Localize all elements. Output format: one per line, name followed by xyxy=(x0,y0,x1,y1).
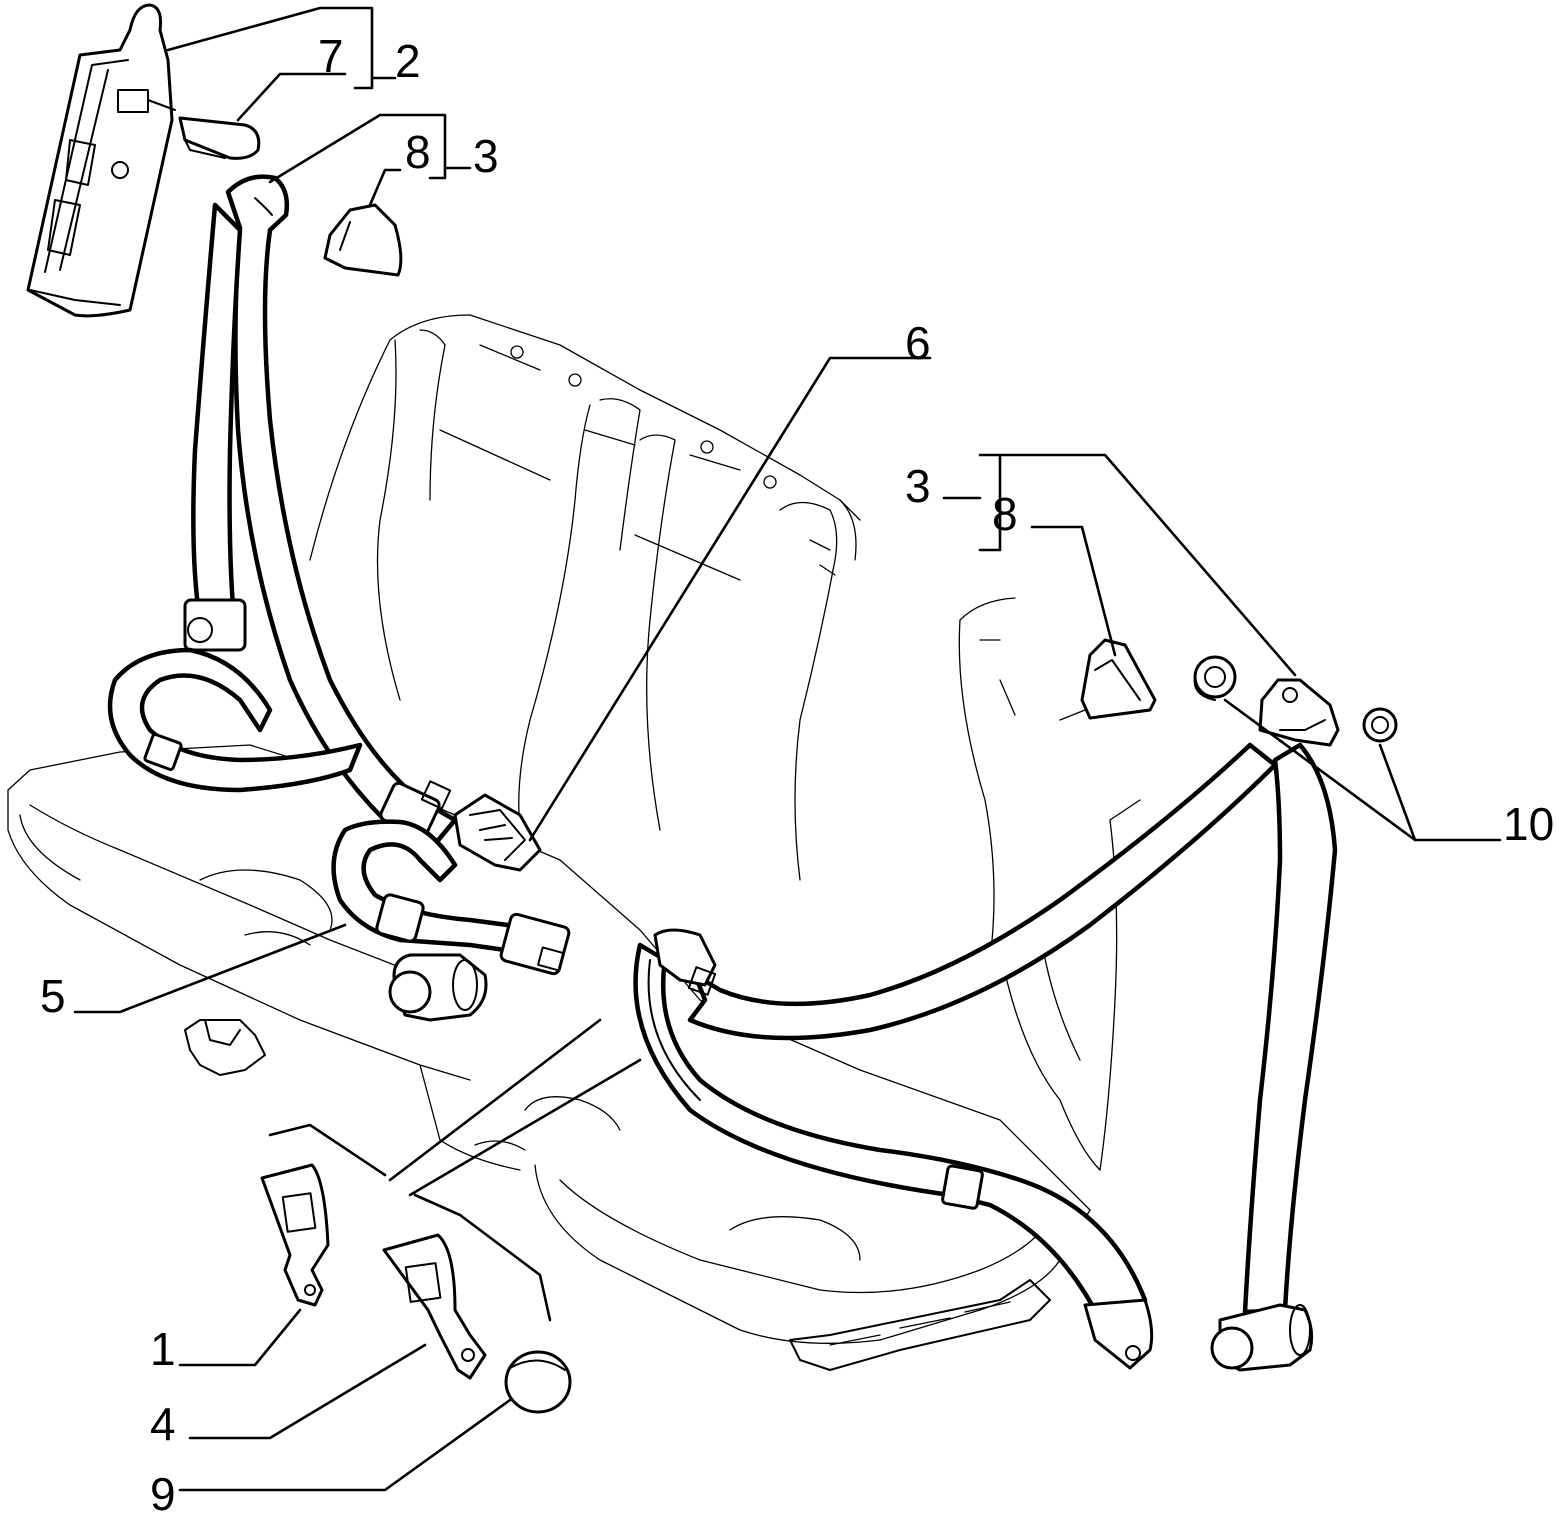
callout-4: 4 xyxy=(150,1398,176,1450)
callout-8-top: 8 xyxy=(405,126,431,178)
round-cap xyxy=(504,1350,572,1414)
callout-6: 6 xyxy=(905,317,931,369)
callout-5: 5 xyxy=(40,970,66,1022)
callout-3-right: 3 xyxy=(905,460,931,512)
buckle-part-1 xyxy=(260,1163,330,1307)
right-vertical-belt xyxy=(1210,742,1338,1372)
callout-labels: 2 7 8 3 6 3 8 10 5 1 4 9 xyxy=(40,30,1554,1518)
buckle-part-4 xyxy=(382,1233,487,1380)
retractor-housing xyxy=(26,3,176,318)
anchor-cover-right xyxy=(1080,638,1157,720)
anchor-cover-upper xyxy=(323,203,403,277)
right-shoulder-belt xyxy=(633,742,1278,1370)
callout-10: 10 xyxy=(1503,798,1554,850)
rear-seat xyxy=(7,314,1141,1371)
leader-lines xyxy=(73,6,1502,1492)
cover-cap xyxy=(178,116,261,160)
callout-7: 7 xyxy=(318,30,344,82)
left-shoulder-belt xyxy=(107,174,458,853)
buckle-tongue xyxy=(453,793,542,872)
spacer-washers xyxy=(1193,655,1398,743)
callout-1: 1 xyxy=(150,1323,176,1375)
callout-3-top: 3 xyxy=(473,130,499,182)
callout-8-right: 8 xyxy=(992,488,1018,540)
callout-9: 9 xyxy=(150,1468,176,1518)
center-lap-belt xyxy=(331,819,571,1022)
callout-2: 2 xyxy=(395,35,421,87)
right-upper-anchor xyxy=(1258,678,1340,747)
